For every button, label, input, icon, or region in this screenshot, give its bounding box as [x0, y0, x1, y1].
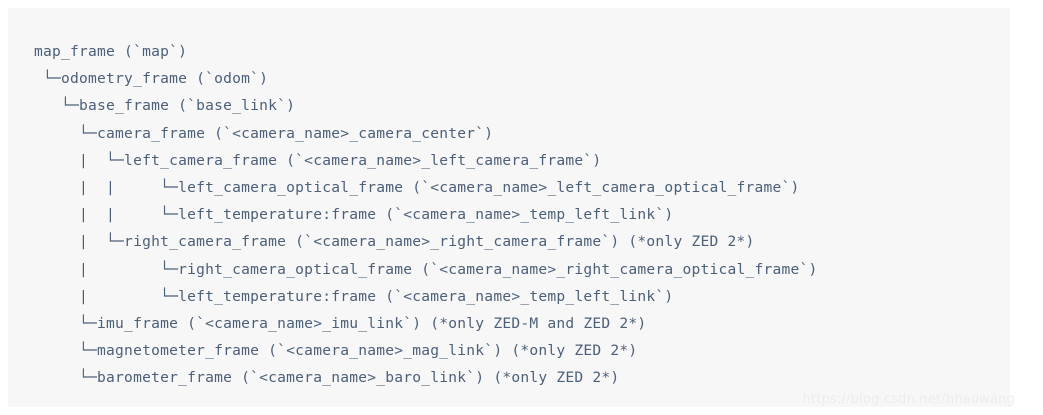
code-line: | | └─left_temperature:frame (`<camera_n… [34, 206, 674, 224]
code-line: | └─left_camera_frame (`<camera_name>_le… [34, 151, 602, 169]
code-line: └─base_frame (`base_link`) [34, 97, 296, 115]
code-line: map_frame (`map`) [34, 43, 188, 60]
code-line: └─barometer_frame (`<camera_name>_baro_l… [34, 369, 620, 387]
code-line: | └─left_temperature:frame (`<camera_nam… [34, 287, 674, 305]
code-block-panel: map_frame (`map`) └─odometry_frame (`odo… [8, 8, 1010, 407]
code-line: | └─right_camera_optical_frame (`<camera… [34, 260, 818, 278]
code-line: └─imu_frame (`<camera_name>_imu_link`) (… [34, 314, 647, 332]
code-line: | | └─left_camera_optical_frame (`<camer… [34, 178, 800, 196]
code-line: └─odometry_frame (`odom`) [34, 70, 269, 88]
code-line: └─camera_frame (`<camera_name>_camera_ce… [34, 124, 494, 142]
frame-tree-listing: map_frame (`map`) └─odometry_frame (`odo… [34, 38, 818, 391]
watermark-text: https://blog.csdn.net/hhaowang [802, 392, 1015, 407]
code-line: | └─right_camera_frame (`<camera_name>_r… [34, 233, 755, 251]
code-line: └─magnetometer_frame (`<camera_name>_mag… [34, 342, 638, 360]
